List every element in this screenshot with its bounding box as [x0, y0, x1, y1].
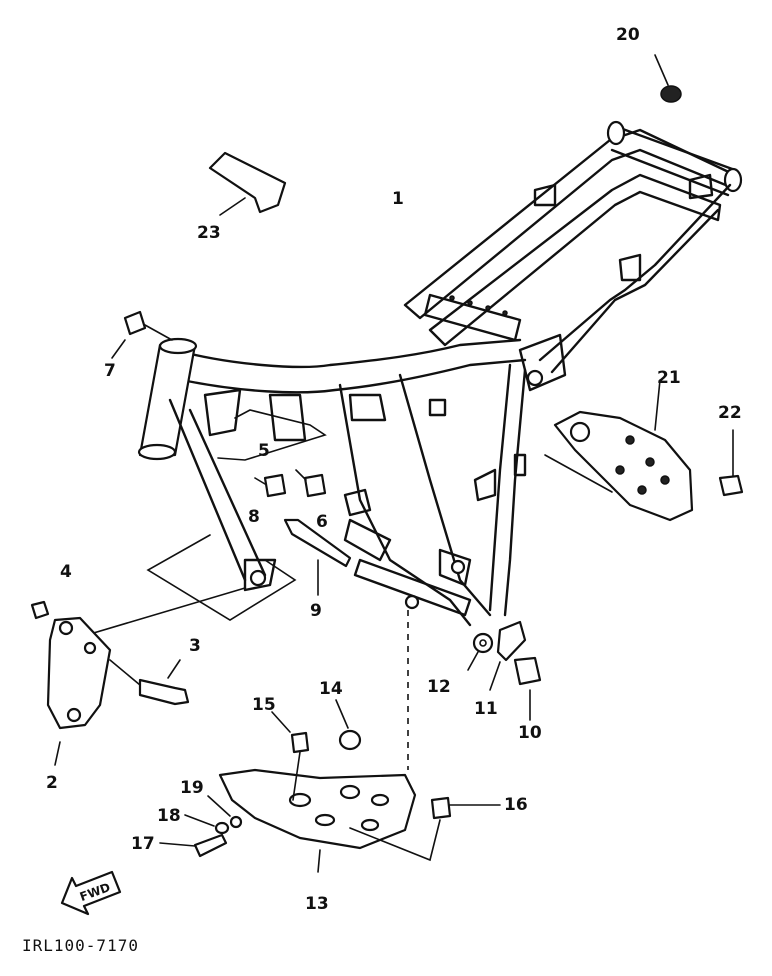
callout-11: 11 [474, 699, 498, 719]
part-clamp-11 [489, 620, 527, 691]
callout-8: 8 [248, 507, 260, 527]
main-frame [137, 120, 743, 627]
part-bracket-23 [208, 151, 287, 216]
part-nut-15 [271, 711, 310, 801]
part-bolt-22 [718, 429, 744, 497]
part-plate-21 [553, 379, 694, 522]
callout-22: 22 [718, 403, 742, 423]
callout-18: 18 [157, 806, 181, 826]
alignment-lines [69, 409, 613, 770]
part-skid-plate-13 [218, 768, 441, 873]
callout-10: 10 [518, 723, 542, 743]
part-nut-20 [654, 54, 682, 103]
part-engine-bracket-2 [30, 600, 112, 766]
callout-6: 6 [316, 512, 328, 532]
part-long-bolt-9 [283, 518, 352, 596]
callout-16: 16 [504, 795, 528, 815]
part-cap-7 [111, 310, 173, 359]
part-bolt-3 [109, 659, 190, 706]
part-bolts-5-6-8 [254, 439, 327, 498]
part-bolt-17 [159, 833, 228, 858]
callout-20: 20 [616, 25, 640, 45]
callout-7: 7 [104, 361, 116, 381]
callout-9: 9 [310, 601, 322, 621]
callout-4: 4 [60, 562, 72, 582]
callout-17: 17 [131, 834, 155, 854]
callout-23: 23 [197, 223, 221, 243]
callout-21: 21 [657, 368, 681, 388]
callout-labels: 1 2 3 4 5 6 7 8 9 10 11 12 13 14 15 16 1… [46, 25, 742, 914]
part-grommet-14 [335, 699, 362, 751]
callout-13: 13 [305, 894, 329, 914]
part-nut-16 [430, 796, 501, 820]
fwd-arrow-icon: FWD [60, 870, 122, 916]
callout-3: 3 [189, 636, 201, 656]
callout-1: 1 [392, 189, 404, 209]
callout-19: 19 [180, 778, 204, 798]
part-washer-12 [467, 632, 494, 671]
callout-15: 15 [252, 695, 276, 715]
callout-12: 12 [427, 677, 451, 697]
callout-14: 14 [319, 679, 343, 699]
part-washer-19 [207, 795, 243, 829]
document-id: IRL100-7170 [22, 936, 139, 955]
part-collar-10 [513, 656, 542, 721]
callout-2: 2 [46, 773, 58, 793]
part-washer-18 [184, 814, 230, 835]
callout-5: 5 [258, 441, 270, 461]
